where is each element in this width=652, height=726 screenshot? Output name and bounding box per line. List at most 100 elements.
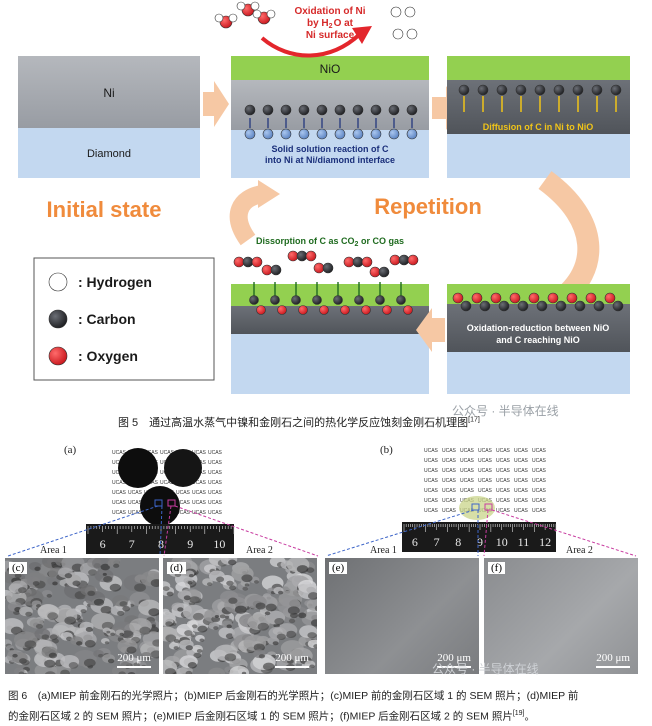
oxygen-atom [340, 305, 350, 315]
svg-text:UCAS: UCAS [424, 478, 439, 484]
svg-text:UCAS: UCAS [192, 490, 207, 496]
oxygen-atom [287, 250, 299, 262]
oxygen-atom [319, 305, 329, 315]
oxygen-atom [566, 292, 578, 304]
svg-text:UCAS: UCAS [532, 478, 547, 484]
svg-text:UCAS: UCAS [208, 500, 223, 506]
svg-text:UCAS: UCAS [192, 450, 207, 456]
svg-text:UCAS: UCAS [208, 510, 223, 516]
svg-text:UCAS: UCAS [442, 478, 457, 484]
carbon-atom [375, 295, 385, 305]
oxygen-atom [361, 256, 373, 268]
carbon-atom [270, 295, 280, 305]
carbon-atom [460, 300, 472, 312]
carbon-atom [406, 104, 418, 116]
redox-text-1: Oxidation-reduction between NiO [467, 323, 610, 333]
svg-text:UCAS: UCAS [478, 448, 493, 454]
oxygen-atom [490, 292, 502, 304]
oxidation-text-2: by H2O at [307, 18, 354, 30]
svg-text:UCAS: UCAS [424, 498, 439, 504]
svg-text:UCAS: UCAS [460, 478, 475, 484]
oxygen-atom [261, 264, 273, 276]
svg-text:UCAS: UCAS [176, 510, 191, 516]
carbon-atom [396, 295, 406, 305]
initial-state-block [18, 56, 200, 178]
carbon-atom [458, 84, 470, 96]
diamond-carbon-atom [262, 128, 274, 140]
carbon-atom [498, 300, 510, 312]
oxygen-atom [509, 292, 521, 304]
svg-text:UCAS: UCAS [208, 480, 223, 486]
carbon-atom [370, 104, 382, 116]
diffusion-atoms [458, 84, 622, 112]
svg-text:UCAS: UCAS [496, 478, 511, 484]
area2-label-a: Area 2 [246, 545, 273, 556]
svg-text:7: 7 [129, 537, 135, 551]
svg-text:UCAS: UCAS [460, 458, 475, 464]
diamond-sample-2 [164, 449, 202, 487]
carbon-atom [280, 104, 292, 116]
svg-text:UCAS: UCAS [176, 490, 191, 496]
diamond-sample-etched [459, 496, 495, 520]
area1-label-a: Area 1 [40, 545, 67, 556]
figure5-caption: 图 5 通过高温水蒸气中镍和金刚石之间的热化学反应蚀刻金刚石机理图[17] [118, 416, 480, 429]
oxygen-atom [452, 292, 464, 304]
diamond-carbon-atom [352, 128, 364, 140]
carbon-atom [536, 300, 548, 312]
carbon-atom [244, 104, 256, 116]
nio-label-2: NiO [320, 62, 341, 76]
hydrogen-atom [406, 28, 418, 40]
svg-text:UCAS: UCAS [496, 488, 511, 494]
svg-text:UCAS: UCAS [514, 488, 529, 494]
figure6-caption-line2: 的金刚石区域 2 的 SEM 照片；(e)MIEP 后金刚石区域 1 的 SEM… [8, 710, 536, 723]
legend-swatch [48, 346, 68, 366]
svg-text:7: 7 [434, 535, 440, 549]
oxygen-atom [403, 305, 413, 315]
figure5-diagram: Ni Diamond NiO Solid solution reaction o… [18, 1, 630, 394]
carbon-atom [262, 104, 274, 116]
carbon-atom [517, 300, 529, 312]
carbon-atom [477, 84, 489, 96]
carbon-atom [242, 256, 254, 268]
carbon-atom [591, 84, 603, 96]
svg-text:UCAS: UCAS [514, 448, 529, 454]
svg-text:UCAS: UCAS [478, 468, 493, 474]
solid-solution-atoms [244, 104, 418, 140]
redox-block [447, 284, 630, 394]
carbon-atom [479, 300, 491, 312]
oxygen-atom [233, 256, 245, 268]
svg-text:UCAS: UCAS [514, 498, 529, 504]
oxygen-atom [528, 292, 540, 304]
carbon-atom [334, 104, 346, 116]
hydrogen-atom [228, 13, 238, 23]
svg-text:UCAS: UCAS [496, 498, 511, 504]
carbon-atom [354, 295, 364, 305]
diamond-label: Diamond [87, 148, 131, 160]
svg-text:UCAS: UCAS [128, 500, 143, 506]
diamond-sample-1 [118, 448, 158, 488]
svg-text:UCAS: UCAS [478, 478, 493, 484]
oxygen-atom [471, 292, 483, 304]
oxygen-atom [382, 305, 392, 315]
svg-text:UCAS: UCAS [532, 498, 547, 504]
ni-label: Ni [103, 86, 114, 100]
svg-text:UCAS: UCAS [460, 468, 475, 474]
svg-text:UCAS: UCAS [514, 508, 529, 514]
svg-text:8: 8 [455, 535, 461, 549]
carbon-atom [298, 104, 310, 116]
diamond-carbon-atom [388, 128, 400, 140]
figure6-caption-line1: 图 6 (a)MIEP 前金刚石的光学照片；(b)MIEP 后金刚石的光学照片；… [8, 690, 579, 702]
oxygen-atom [313, 262, 325, 274]
svg-text:UCAS: UCAS [442, 508, 457, 514]
diffusion-text: Diffusion of C in Ni to NiO [483, 122, 593, 132]
svg-text:UCAS: UCAS [144, 450, 159, 456]
figure5-watermark: 公众号 · 半导体在线 [452, 404, 559, 418]
svg-text:11: 11 [518, 535, 530, 549]
oxygen-atom [389, 254, 401, 266]
svg-text:UCAS: UCAS [112, 490, 127, 496]
svg-text:UCAS: UCAS [208, 450, 223, 456]
svg-text:UCAS: UCAS [460, 488, 475, 494]
carbon-atom [296, 250, 308, 262]
initial-state-label: Initial state [47, 197, 162, 222]
